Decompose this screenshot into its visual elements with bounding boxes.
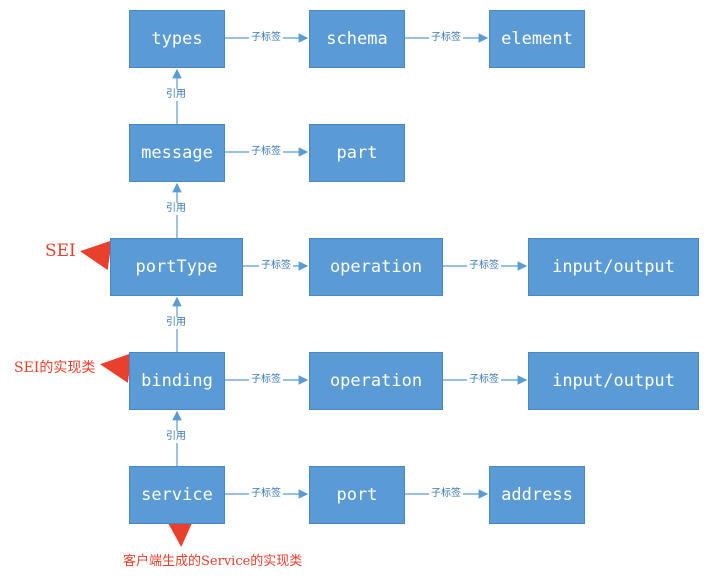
node-part: part bbox=[309, 124, 405, 182]
edge-label-child-tag: 子标签 bbox=[249, 488, 283, 500]
annotation-client-service: 客户端生成的Service的实现类 bbox=[123, 554, 303, 569]
annotation-sei: SEI bbox=[45, 241, 76, 261]
node-address: address bbox=[489, 466, 585, 524]
node-operation-1: operation bbox=[309, 238, 443, 296]
node-port: port bbox=[309, 466, 405, 524]
edge-label-child-tag: 子标签 bbox=[429, 488, 463, 500]
node-service: service bbox=[129, 466, 225, 524]
node-input-output-1: input/output bbox=[528, 238, 699, 296]
edge-label-child-tag: 子标签 bbox=[249, 32, 283, 44]
edge-label-reference: 引用 bbox=[164, 89, 188, 101]
annotation-arrow-sei bbox=[80, 240, 112, 271]
node-element: element bbox=[489, 10, 585, 68]
node-binding: binding bbox=[129, 352, 225, 410]
node-input-output-2: input/output bbox=[528, 352, 699, 410]
node-message: message bbox=[129, 124, 225, 182]
node-porttype: portType bbox=[110, 238, 243, 296]
edge-label-child-tag: 子标签 bbox=[259, 260, 293, 272]
edge-label-reference: 引用 bbox=[164, 317, 188, 329]
edge-label-child-tag: 子标签 bbox=[467, 374, 501, 386]
edge-label-reference: 引用 bbox=[164, 431, 188, 443]
node-schema: schema bbox=[309, 10, 405, 68]
edge-label-child-tag: 子标签 bbox=[429, 32, 463, 44]
edge-label-child-tag: 子标签 bbox=[249, 374, 283, 386]
edge-label-child-tag: 子标签 bbox=[249, 146, 283, 158]
edge-label-reference: 引用 bbox=[164, 203, 188, 215]
node-types: types bbox=[129, 10, 225, 68]
annotation-sei-impl: SEI的实现类 bbox=[14, 360, 96, 376]
edge-label-child-tag: 子标签 bbox=[467, 260, 501, 272]
node-operation-2: operation bbox=[309, 352, 443, 410]
